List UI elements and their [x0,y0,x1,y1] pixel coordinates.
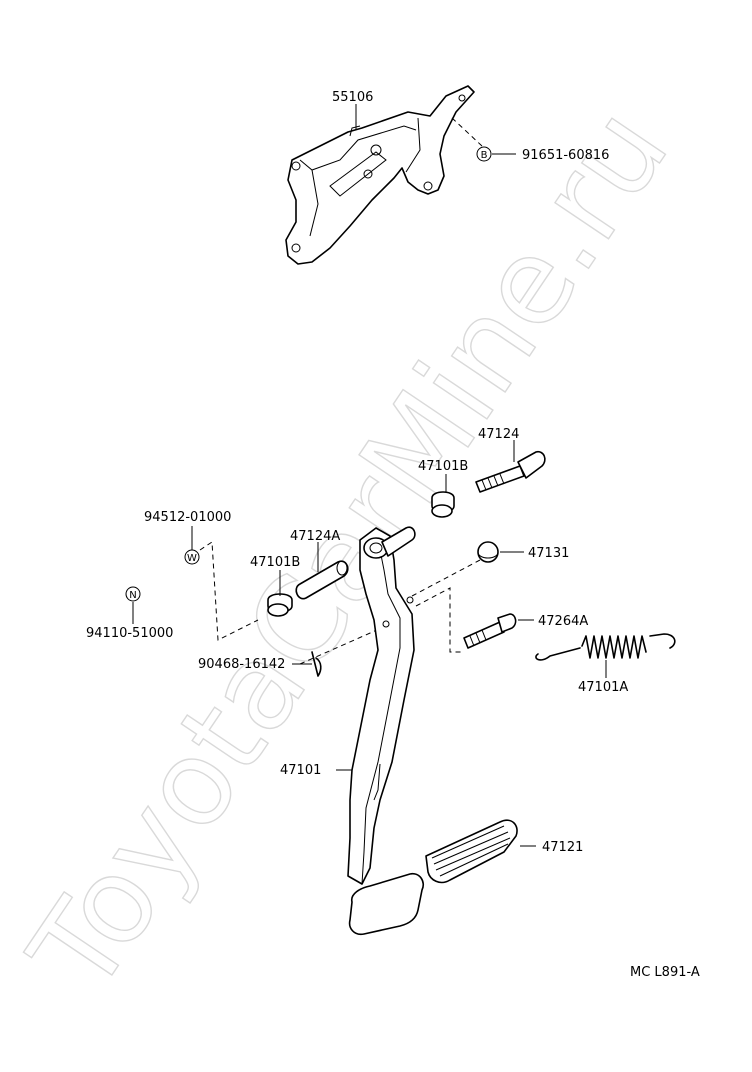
washer-part-number: 94512-01000 [144,510,231,525]
clevis-pin-part-number: 90468-16142 [198,657,285,672]
washer-w-symbol: W [184,549,200,565]
nut-n-symbol: N [125,586,141,602]
return-spring-part-number: 47101A [578,680,628,695]
stopper-dashed-line [411,559,481,597]
bushing-upper-part-number: 47101B [418,459,468,474]
footer-code: MC L891-A [630,965,700,980]
pedal-pad-on-arm [348,872,425,936]
bushing-lower-part-number: 47101B [250,555,300,570]
bolt-b-symbol: B [476,146,492,162]
bracket-part-number: 55106 [332,90,373,105]
collar [295,560,349,600]
stopper [477,541,499,563]
svg-text:W: W [187,553,197,564]
pedal-arm [347,526,416,885]
collar-part-number: 47124A [290,529,340,544]
bushing-lower [267,593,293,617]
stud-bolt-part-number: 47264A [538,614,588,629]
pedal-arm-part-number: 47101 [280,763,321,778]
clevis-pin [311,651,322,677]
clevis-pin-dashed-line [299,625,387,665]
pedal-pad-part-number: 47121 [542,840,583,855]
stud-bolt [463,613,517,649]
bolt-b-dashed-line [451,117,483,147]
stopper-part-number: 47131 [528,546,569,561]
svg-text:B: B [481,150,488,161]
bolt-b-part-number: 91651-60816 [522,148,609,163]
return-spring [535,633,676,661]
nut-part-number: 94110-51000 [86,626,173,641]
svg-text:N: N [129,590,136,601]
long-bolt [475,450,546,493]
pedal-bracket [285,85,475,265]
washer-dashed-line [199,541,259,641]
bushing-upper [431,491,455,518]
stud-bolt-dashed-line [415,587,464,653]
pedal-pad [425,819,518,884]
long-bolt-part-number: 47124 [478,427,519,442]
